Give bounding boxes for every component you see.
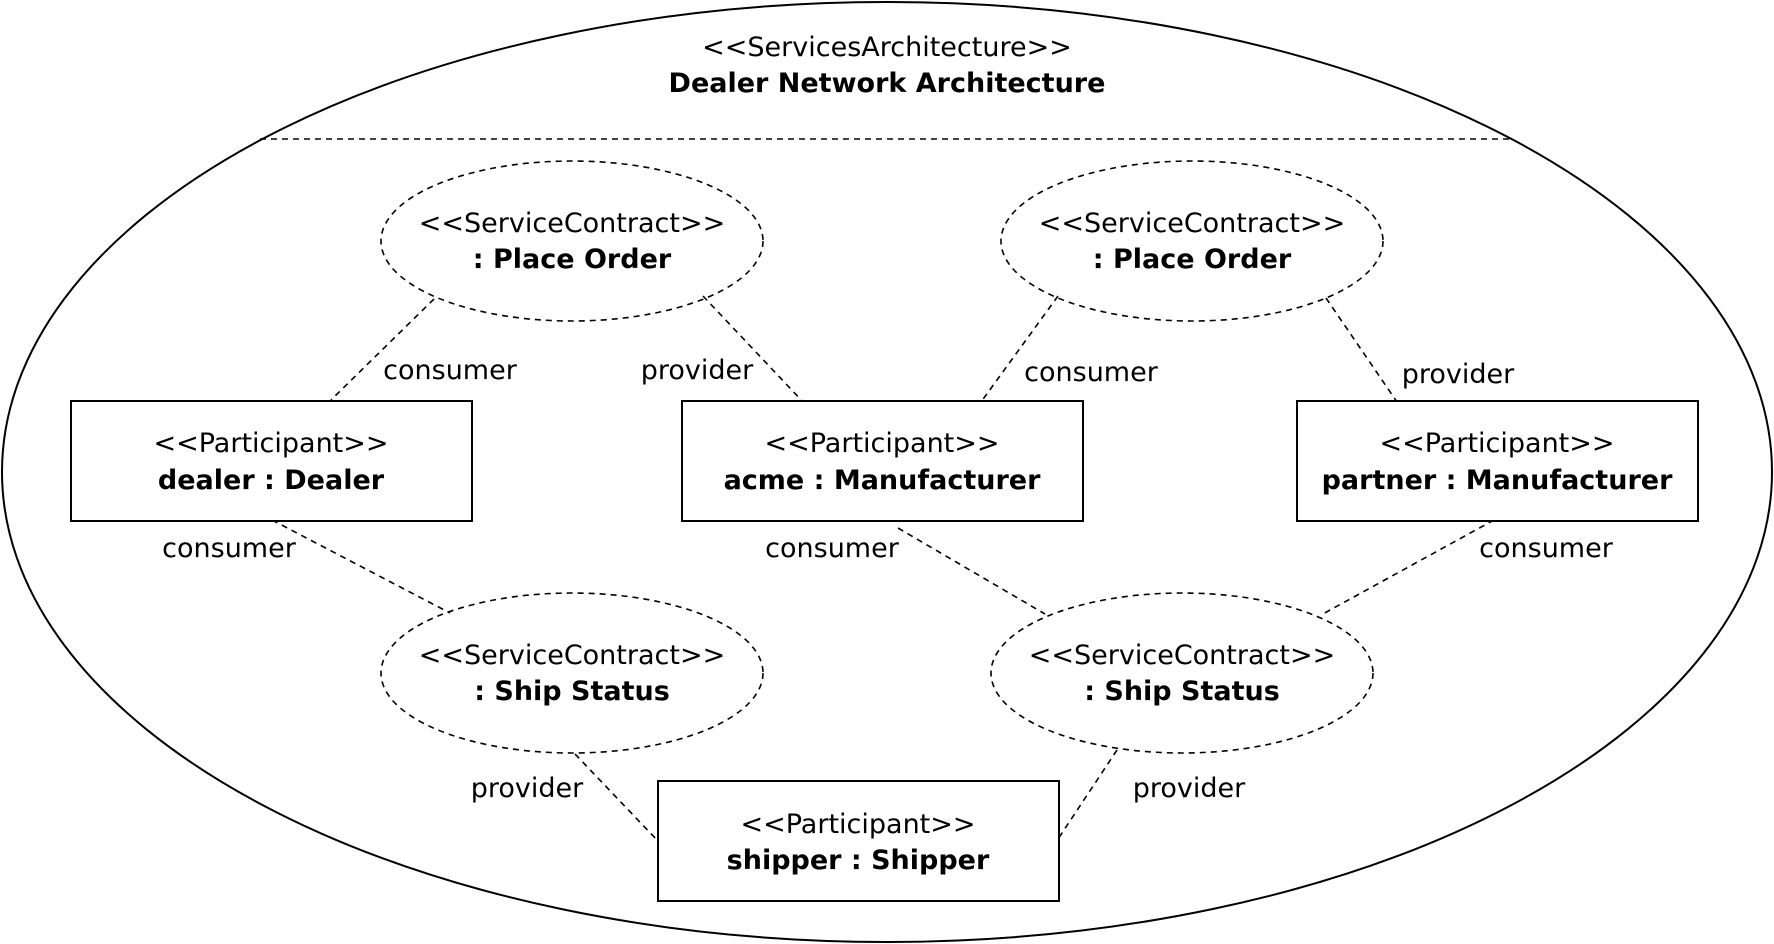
contract-stereotype: <<ServiceContract>> — [1039, 208, 1345, 239]
connector-acme-placeorder1 — [702, 295, 805, 404]
connector-shipper-shipstatus1 — [574, 753, 658, 841]
role-label: consumer — [765, 533, 900, 564]
connector-partner-placeorder2 — [1325, 297, 1398, 403]
connector-dealer-placeorder1 — [330, 298, 435, 401]
participant-name: dealer : Dealer — [158, 465, 385, 496]
participant-stereotype: <<Participant>> — [764, 428, 999, 459]
participant-dealer[interactable]: <<Participant>> dealer : Dealer — [70, 400, 473, 522]
participant-stereotype: <<Participant>> — [153, 428, 388, 459]
role-label: consumer — [162, 533, 297, 564]
architecture-title: Dealer Network Architecture — [669, 68, 1106, 99]
participant-stereotype: <<Participant>> — [740, 809, 975, 840]
contract-name: : Place Order — [1093, 244, 1292, 275]
participant-name: partner : Manufacturer — [1322, 465, 1673, 496]
connector-dealer-shipstatus1 — [271, 519, 451, 614]
contract-ship-status-1[interactable]: <<ServiceContract>> : Ship Status — [380, 592, 764, 754]
participant-name: shipper : Shipper — [727, 845, 990, 876]
contract-ship-status-2[interactable]: <<ServiceContract>> : Ship Status — [990, 592, 1374, 754]
participant-stereotype: <<Participant>> — [1379, 428, 1614, 459]
role-label: provider — [641, 355, 754, 386]
participant-partner[interactable]: <<Participant>> partner : Manufacturer — [1296, 400, 1699, 522]
contract-place-order-2[interactable]: <<ServiceContract>> : Place Order — [1000, 160, 1384, 322]
participant-name: acme : Manufacturer — [724, 465, 1042, 496]
participant-acme[interactable]: <<Participant>> acme : Manufacturer — [681, 400, 1084, 522]
role-label: provider — [471, 773, 584, 804]
role-label: consumer — [383, 355, 518, 386]
contract-name: : Ship Status — [474, 676, 670, 707]
participant-shipper[interactable]: <<Participant>> shipper : Shipper — [657, 780, 1060, 902]
role-label: provider — [1133, 773, 1246, 804]
contract-stereotype: <<ServiceContract>> — [1029, 640, 1335, 671]
role-label: provider — [1402, 359, 1515, 390]
role-label: consumer — [1024, 357, 1159, 388]
contract-stereotype: <<ServiceContract>> — [419, 640, 725, 671]
contract-place-order-1[interactable]: <<ServiceContract>> : Place Order — [380, 160, 764, 322]
contract-name: : Place Order — [473, 244, 672, 275]
connector-shipper-shipstatus2 — [1057, 749, 1118, 840]
contract-stereotype: <<ServiceContract>> — [419, 208, 725, 239]
architecture-stereotype: <<ServicesArchitecture>> — [702, 32, 1072, 63]
role-label: consumer — [1479, 533, 1614, 564]
contract-name: : Ship Status — [1084, 676, 1280, 707]
